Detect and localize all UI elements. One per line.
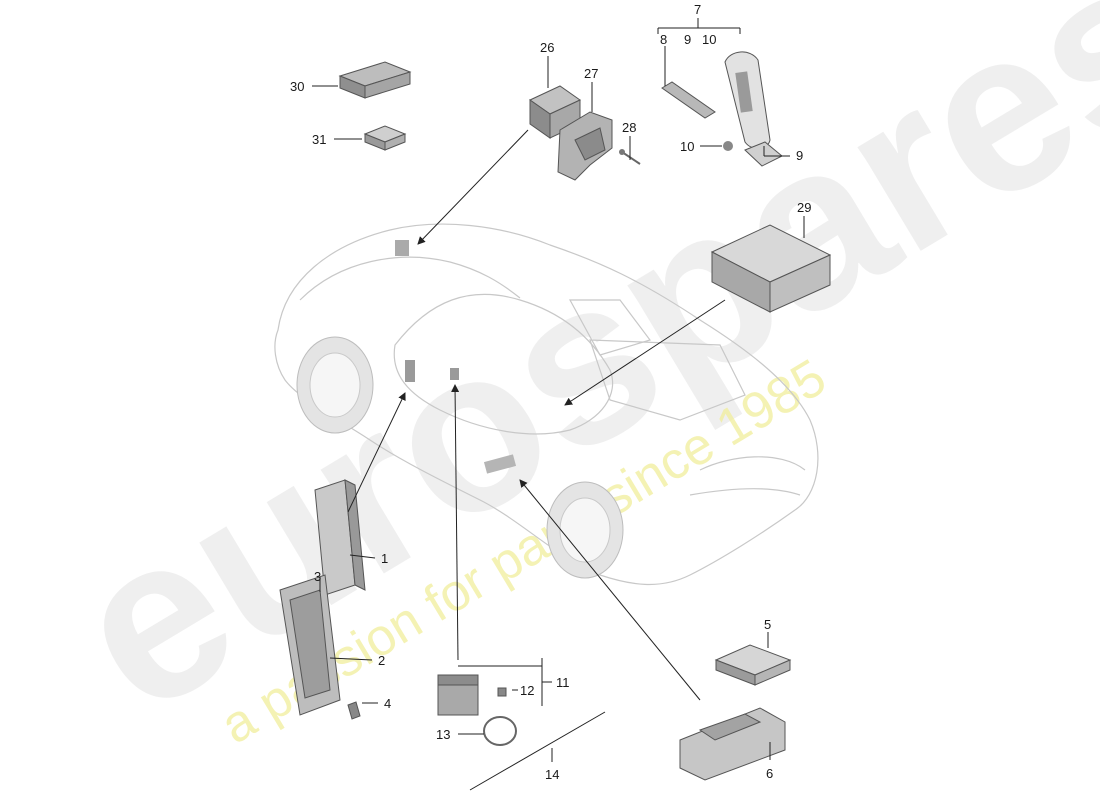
part-29	[710, 224, 832, 313]
part-13	[483, 716, 517, 746]
callout-26: 26	[540, 40, 554, 55]
callout-2: 2	[378, 653, 385, 668]
part-30	[338, 61, 412, 99]
front-wheel	[296, 336, 374, 434]
callout-9-top: 9	[684, 32, 691, 47]
part-11	[437, 674, 479, 716]
rear-wheel	[546, 481, 624, 579]
part-10-key	[724, 51, 771, 149]
pointer-arrows	[347, 129, 726, 701]
callout-11: 11	[556, 675, 570, 690]
in-car-part-11	[450, 368, 459, 380]
callout-7: 7	[694, 2, 701, 17]
part-6	[679, 707, 786, 781]
part-27	[557, 111, 613, 181]
callout-31: 31	[312, 132, 326, 147]
part-5	[714, 644, 792, 686]
in-car-part-26	[395, 240, 409, 256]
callout-1: 1	[381, 551, 388, 566]
callout-14: 14	[545, 767, 559, 782]
leader-lines	[312, 18, 805, 791]
part-26	[529, 85, 581, 139]
callout-3: 3	[314, 569, 321, 584]
callout-27: 27	[584, 66, 598, 81]
callout-28: 28	[622, 120, 636, 135]
part-31	[363, 125, 407, 151]
callout-29: 29	[797, 200, 811, 215]
callout-9-side: 9	[796, 148, 803, 163]
callout-8: 8	[660, 32, 667, 47]
callout-4: 4	[384, 696, 391, 711]
callout-30: 30	[290, 79, 304, 94]
callout-10-top: 10	[702, 32, 716, 47]
callout-10-side: 10	[680, 139, 694, 154]
in-car-part-6	[483, 454, 517, 474]
in-car-part-1	[405, 360, 415, 382]
callout-5: 5	[764, 617, 771, 632]
callout-13: 13	[436, 727, 450, 742]
part-12	[497, 687, 507, 697]
callout-12: 12	[520, 683, 534, 698]
car-body	[274, 223, 819, 585]
part-4	[347, 701, 361, 720]
part-28	[619, 149, 641, 165]
part-8	[661, 81, 716, 119]
callout-6: 6	[766, 766, 773, 781]
part-2	[279, 574, 341, 716]
callout-labels: 30 31 26 27 28 7 8 9 10 10 9 29 1 3 2 4 …	[290, 2, 811, 782]
